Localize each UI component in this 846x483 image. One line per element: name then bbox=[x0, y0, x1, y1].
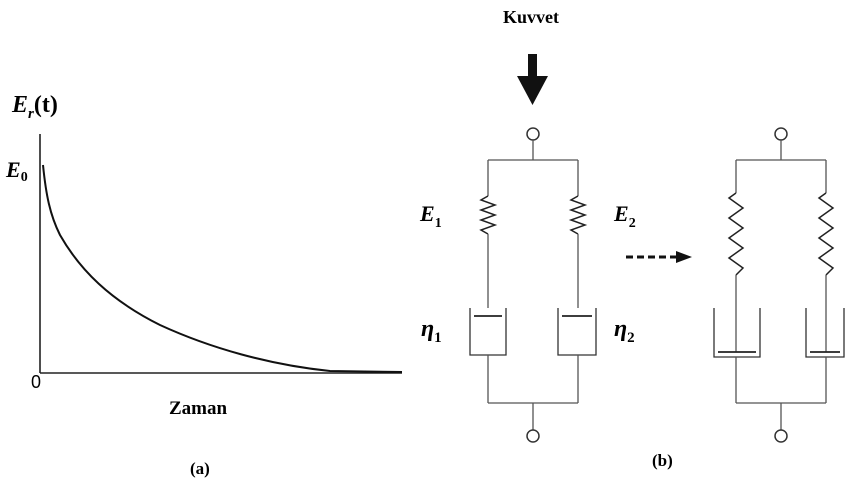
force-arrow bbox=[517, 54, 548, 105]
e0-label: E0 bbox=[5, 157, 28, 185]
spring-e2 bbox=[568, 195, 588, 235]
top-node-2 bbox=[774, 127, 788, 141]
force-label: Kuvvet bbox=[503, 7, 559, 27]
e0-sub: 0 bbox=[21, 170, 28, 185]
relaxation-curve bbox=[42, 164, 403, 373]
panel-a: Er(t) E0 0 Zaman (a) bbox=[5, 92, 403, 478]
caption-b: (b) bbox=[652, 451, 673, 470]
eta1-main: η bbox=[421, 316, 434, 342]
e2-sub: 2 bbox=[629, 216, 636, 231]
caption-a: (a) bbox=[190, 459, 210, 478]
y-axis-label-arg: (t) bbox=[34, 92, 58, 118]
dashpot-left-stretched bbox=[713, 308, 761, 358]
x-axis-label: Zaman bbox=[169, 398, 228, 419]
transition-arrow bbox=[626, 251, 692, 263]
eta1-sub: 1 bbox=[434, 330, 442, 346]
e1-main: E bbox=[419, 201, 435, 226]
eta1-label: η1 bbox=[421, 316, 442, 346]
bottom-node-2 bbox=[774, 429, 788, 443]
kelvin-voigt-model-stretched bbox=[713, 127, 845, 443]
panel-b: Kuvvet bbox=[419, 7, 845, 470]
dashpot-eta2 bbox=[557, 308, 597, 356]
eta2-main: η bbox=[614, 316, 627, 342]
spring-left-stretched bbox=[727, 192, 745, 276]
y-axis-label: Er(t) bbox=[11, 92, 58, 122]
e1-sub: 1 bbox=[435, 216, 442, 231]
origin-label: 0 bbox=[31, 372, 41, 392]
eta2-label: η2 bbox=[614, 316, 635, 346]
top-node bbox=[526, 127, 540, 141]
e2-main: E bbox=[613, 201, 629, 226]
e0-main: E bbox=[5, 157, 21, 182]
e1-label: E1 bbox=[419, 201, 442, 231]
spring-right-stretched bbox=[817, 192, 835, 276]
y-axis-label-sub: r bbox=[28, 106, 34, 122]
bottom-node bbox=[526, 429, 540, 443]
kelvin-voigt-model-initial bbox=[469, 127, 597, 443]
e2-label: E2 bbox=[613, 201, 636, 231]
dashpot-right-stretched bbox=[805, 308, 845, 358]
dashpot-eta1 bbox=[469, 308, 507, 356]
y-axis-label-main: E bbox=[11, 92, 28, 118]
spring-e1 bbox=[478, 195, 498, 235]
eta2-sub: 2 bbox=[627, 330, 635, 346]
